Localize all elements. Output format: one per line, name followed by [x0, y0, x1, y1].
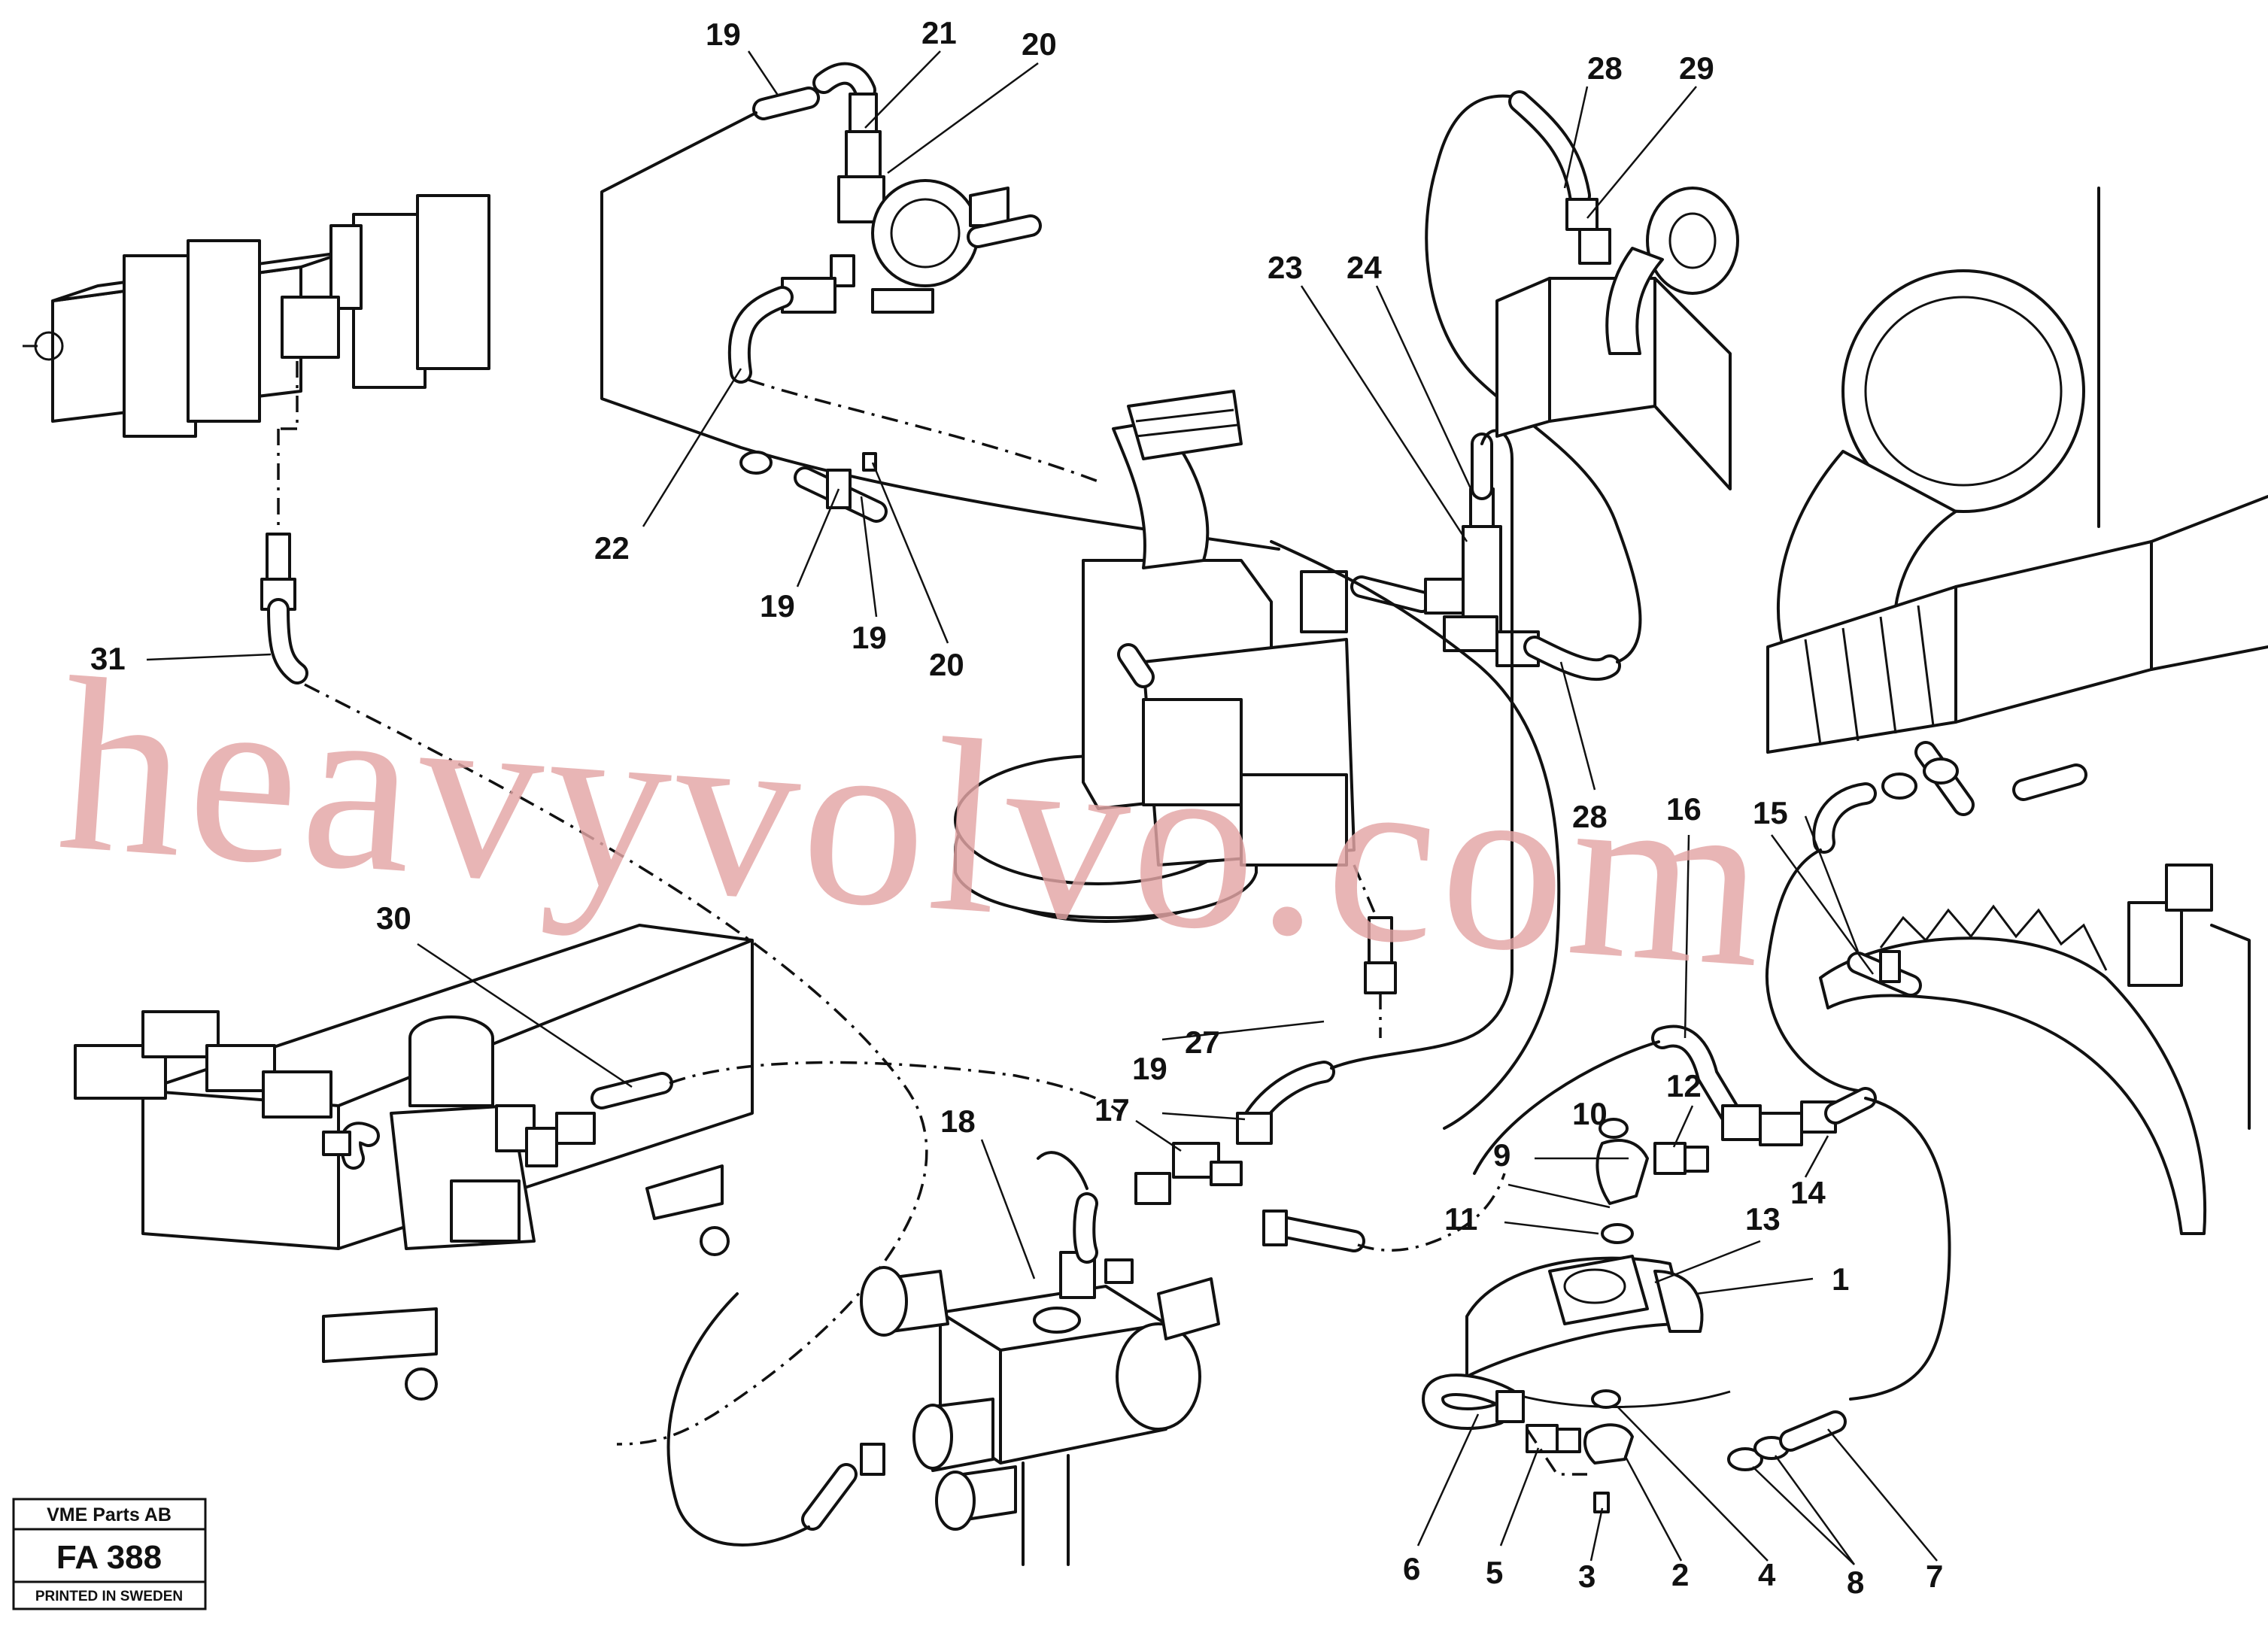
pump-30: [322, 1015, 673, 1250]
pipe-18-down: [666, 1292, 810, 1547]
callout-15: 15: [1753, 795, 1788, 830]
hose-19-lower: [1134, 1061, 1365, 1252]
callout-9: 9: [1493, 1137, 1510, 1173]
hose-24: [727, 277, 836, 384]
pipe-19-lower-route: [1330, 969, 1514, 1070]
callout-11: 11: [1444, 1201, 1477, 1237]
callout-27: 27: [1185, 1024, 1220, 1060]
unit-1: [1465, 1255, 1731, 1408]
callout-12: 12: [1666, 1068, 1702, 1103]
callout-13: 13: [1745, 1201, 1781, 1237]
callout-16: 16: [1666, 791, 1702, 827]
valve-22: [830, 93, 1042, 314]
callout-28-mid: 28: [1572, 799, 1608, 834]
callout-8: 8: [1847, 1565, 1864, 1600]
watermark: heavyvolvo.com: [51, 627, 1777, 1020]
valve-block-upper-left: [23, 194, 490, 534]
callout-24: 22: [594, 530, 630, 566]
pipe-17-route: [1357, 1173, 1506, 1252]
callout-5: 5: [1486, 1555, 1503, 1590]
callout-28-top: 28: [1587, 50, 1623, 86]
callout-30: 30: [376, 900, 411, 936]
fitting-12: [1653, 1142, 1709, 1175]
heater-casing-right: [1819, 864, 2251, 1235]
callout-19-low: 19: [1132, 1051, 1167, 1086]
pipe-24-route: [748, 378, 1099, 483]
callout-21: 20: [929, 647, 964, 682]
callout-19-top: 19: [706, 17, 741, 52]
callout-labels: 19 21 20 22 19 19 20 23 24 28 29 28 16 1…: [90, 15, 1943, 1600]
pipe-to-unit-1: [1526, 1428, 1587, 1476]
callout-20: 19: [760, 588, 795, 624]
callout-26: 24: [1347, 250, 1382, 285]
callout-31: 31: [90, 641, 126, 676]
title-drawing-no: FA 388: [56, 1539, 162, 1576]
hose-16: [1651, 1024, 1877, 1146]
clip-assembly-20: [739, 451, 888, 523]
block-18: [801, 1192, 1220, 1566]
elbow-9: [1595, 1118, 1649, 1244]
callout-3: 3: [1578, 1559, 1595, 1594]
callout-22: 20: [1022, 26, 1057, 62]
pipe-18-loop: [1037, 1151, 1088, 1190]
intake-pipe-right: [1766, 187, 2268, 816]
callout-17: 17: [1095, 1092, 1130, 1128]
fitting-27: [1353, 864, 1397, 1038]
pipe-to-heater: [1270, 540, 1561, 1130]
callout-10: 10: [1572, 1096, 1608, 1131]
callout-4: 4: [1758, 1557, 1776, 1592]
callout-7: 7: [1926, 1559, 1943, 1594]
pipe-28-route: [1425, 94, 1642, 663]
callout-14: 14: [1790, 1175, 1826, 1210]
pipe-16-route: [1473, 1040, 1660, 1175]
callout-18: 18: [940, 1103, 976, 1139]
callout-29: 29: [1679, 50, 1714, 86]
callout-2: 2: [1671, 1557, 1689, 1592]
parts-2-to-8: [1421, 1374, 1847, 1513]
heater-unit: [954, 390, 1356, 923]
callout-19-mid: 19: [852, 620, 887, 655]
callout-23: 21: [921, 15, 957, 50]
callout-25: 23: [1268, 250, 1303, 285]
pipe-31-route: [304, 683, 928, 1446]
title-block: VME Parts AB FA 388 PRINTED IN SWEDEN: [12, 1498, 207, 1610]
bracket-upper-right: [1495, 187, 1739, 490]
callout-1: 1: [1832, 1261, 1849, 1297]
pipe-30-route: [669, 1061, 1122, 1115]
title-printed: PRINTED IN SWEDEN: [35, 1589, 183, 1604]
title-company: VME Parts AB: [47, 1504, 172, 1525]
hose-19-top: [752, 62, 876, 120]
hose-28-top: [1508, 90, 1599, 231]
leader-lines: [146, 50, 1938, 1565]
tee-fitting-25: [1350, 433, 1621, 681]
pipe-14-route: [1849, 1097, 1951, 1401]
hose-15: [1765, 782, 1877, 1092]
callout-6: 6: [1403, 1551, 1420, 1586]
hose-31: [260, 533, 308, 684]
